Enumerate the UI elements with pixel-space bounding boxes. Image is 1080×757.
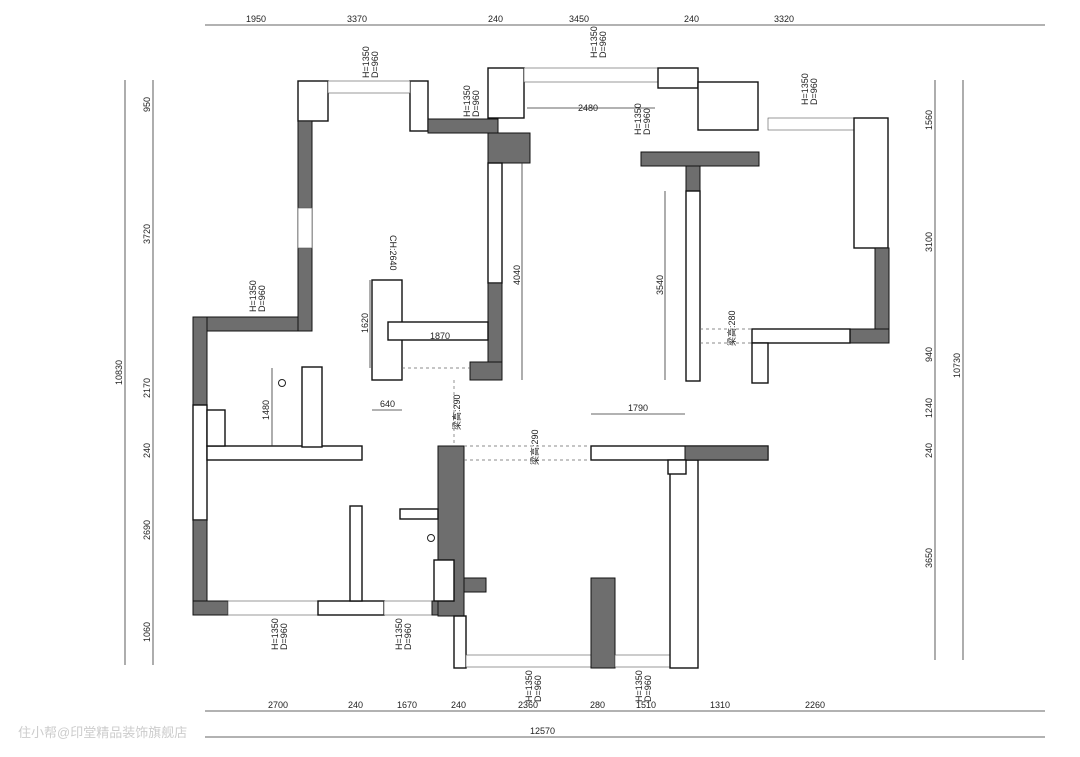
window-d: D=960 (403, 623, 413, 650)
window-h: H=1350 (361, 46, 371, 78)
window-d: D=960 (471, 90, 481, 117)
dim-bottom-8: 2260 (805, 700, 825, 710)
beam-height-3: 梁高:280 (726, 310, 737, 346)
window-d: D=960 (643, 675, 653, 702)
dim-left-0: 950 (142, 97, 152, 112)
dim-right-4: 240 (924, 443, 934, 458)
dim-bottom-0: 2700 (268, 700, 288, 710)
dim-bottom-3: 240 (451, 700, 466, 710)
window-d: D=960 (257, 285, 267, 312)
window-h: H=1350 (633, 103, 643, 135)
dim-bottom-1: 240 (348, 700, 363, 710)
bottom-dimension-line: 2700 240 1670 240 2360 280 1510 1310 226… (205, 700, 1045, 738)
window-d: D=960 (370, 51, 380, 78)
dim-bottom-7: 1310 (710, 700, 730, 710)
dim-left-total: 10830 (114, 360, 124, 385)
window-h: H=1350 (248, 280, 258, 312)
window-d: D=960 (533, 675, 543, 702)
dim-2480: 2480 (578, 103, 598, 113)
dim-4040: 4040 (512, 265, 522, 285)
watermark: 住小帮@印堂精品装饰旗舰店 (18, 725, 188, 740)
dim-1790: 1790 (628, 403, 648, 413)
dim-1620: 1620 (360, 313, 370, 333)
dim-bottom-total: 12570 (530, 726, 555, 736)
dim-top-1: 3370 (347, 14, 367, 24)
interior-dimensions: 2480 4040 1620 1870 640 1480 1790 3540 C… (261, 103, 737, 542)
dim-right-5: 3650 (924, 548, 934, 568)
dim-bottom-6: 1510 (636, 700, 656, 710)
dim-top-4: 240 (684, 14, 699, 24)
window-h: H=1350 (394, 618, 404, 650)
window-h: H=1350 (589, 26, 599, 58)
floor-drain-icon (278, 379, 286, 387)
window-h: H=1350 (634, 670, 644, 702)
window-d: D=960 (279, 623, 289, 650)
window-h: H=1350 (270, 618, 280, 650)
dim-left-3: 240 (142, 443, 152, 458)
dim-1870: 1870 (430, 331, 450, 341)
floor-drain-icon (427, 534, 435, 542)
dim-right-3: 1240 (924, 398, 934, 418)
left-dimension-line: 950 3720 2170 240 2690 1060 10830 (114, 80, 154, 665)
ceiling-height: CH:2640 (388, 235, 398, 271)
dim-left-4: 2690 (142, 520, 152, 540)
dim-top-3: 3450 (569, 14, 589, 24)
dim-right-2: 940 (924, 347, 934, 362)
dim-top-0: 1950 (246, 14, 266, 24)
dim-bottom-5: 280 (590, 700, 605, 710)
dim-1480: 1480 (261, 400, 271, 420)
window-d: D=960 (809, 78, 819, 105)
dim-right-1: 3100 (924, 232, 934, 252)
window-d: D=960 (642, 108, 652, 135)
window-h: H=1350 (800, 73, 810, 105)
window-d: D=960 (598, 31, 608, 58)
dim-bottom-2: 1670 (397, 700, 417, 710)
dim-left-5: 1060 (142, 622, 152, 642)
window-h: H=1350 (524, 670, 534, 702)
dim-top-5: 3320 (774, 14, 794, 24)
window-labels: H=1350 D=960 H=1350 D=960 H=1350 D=960 H… (248, 26, 819, 702)
window-h: H=1350 (462, 85, 472, 117)
right-dimension-line: 1560 3100 940 1240 240 3650 10730 (924, 80, 964, 660)
beam-lines (402, 328, 752, 461)
dim-3540: 3540 (655, 275, 665, 295)
top-dimension-line: 1950 3370 240 3450 240 3320 (205, 14, 1045, 26)
walls (192, 67, 890, 669)
dim-left-1: 3720 (142, 224, 152, 244)
dim-right-total: 10730 (952, 353, 962, 378)
dim-right-0: 1560 (924, 110, 934, 130)
dim-left-2: 2170 (142, 378, 152, 398)
beam-height-2: 梁高:290 (529, 429, 540, 465)
dim-top-2: 240 (488, 14, 503, 24)
dim-bottom-4: 2360 (518, 700, 538, 710)
dim-640: 640 (380, 399, 395, 409)
beam-height-1: 梁高:290 (451, 394, 462, 430)
